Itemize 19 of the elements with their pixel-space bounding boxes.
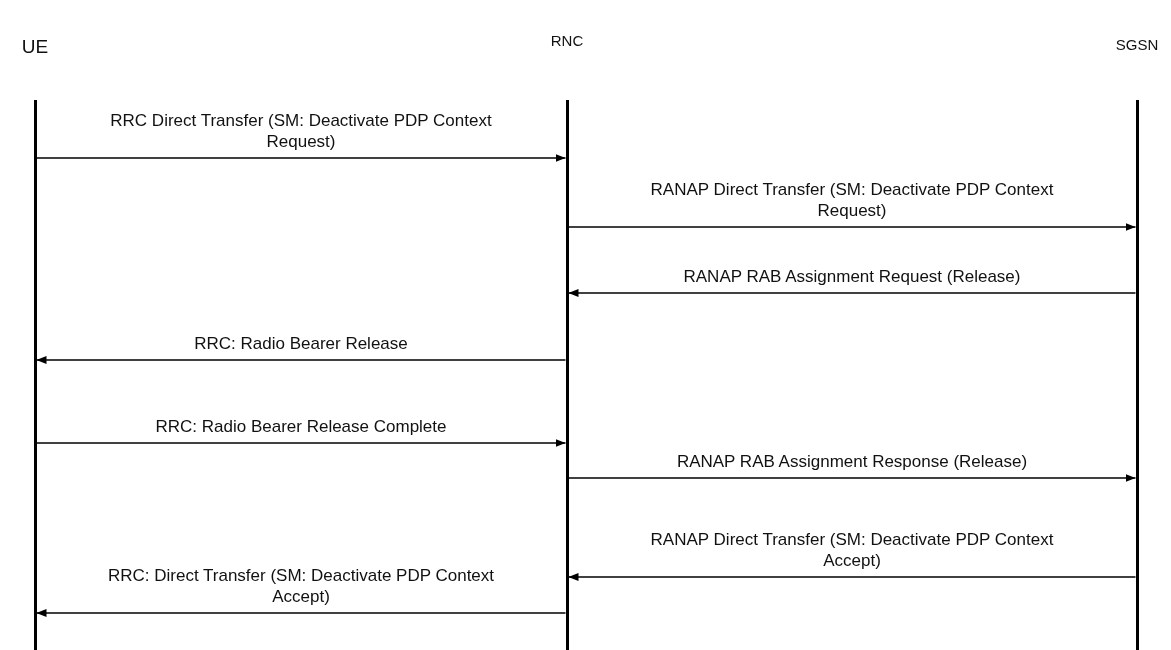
message-label: RANAP RAB Assignment Request (Release) [682, 266, 1022, 287]
message-arrow [567, 289, 1137, 297]
message-label: RRC Direct Transfer (SM: Deactivate PDP Context Request) [109, 110, 493, 152]
message-label: RANAP Direct Transfer (SM: Deactivate PDP Context Request) [649, 179, 1055, 221]
lifeline-header: UE [20, 36, 50, 58]
message-label: RRC: Direct Transfer (SM: Deactivate PDP Context Accept) [106, 565, 496, 607]
message-label: RRC: Radio Bearer Release [193, 333, 409, 354]
message-arrow [35, 356, 567, 364]
lifeline-header: RNC [549, 32, 585, 49]
message-arrow [567, 474, 1137, 482]
message-label: RRC: Radio Bearer Release Complete [154, 416, 448, 437]
message-arrow [567, 573, 1137, 581]
message-label: RANAP RAB Assignment Response (Release) [675, 451, 1029, 472]
message-arrow [35, 439, 567, 447]
message-arrow [567, 223, 1137, 231]
lifeline-header: SGSN [1114, 36, 1160, 53]
message-arrow [35, 154, 567, 162]
message-label: RANAP Direct Transfer (SM: Deactivate PDP Context Accept) [649, 529, 1055, 571]
message-arrow [35, 609, 567, 617]
